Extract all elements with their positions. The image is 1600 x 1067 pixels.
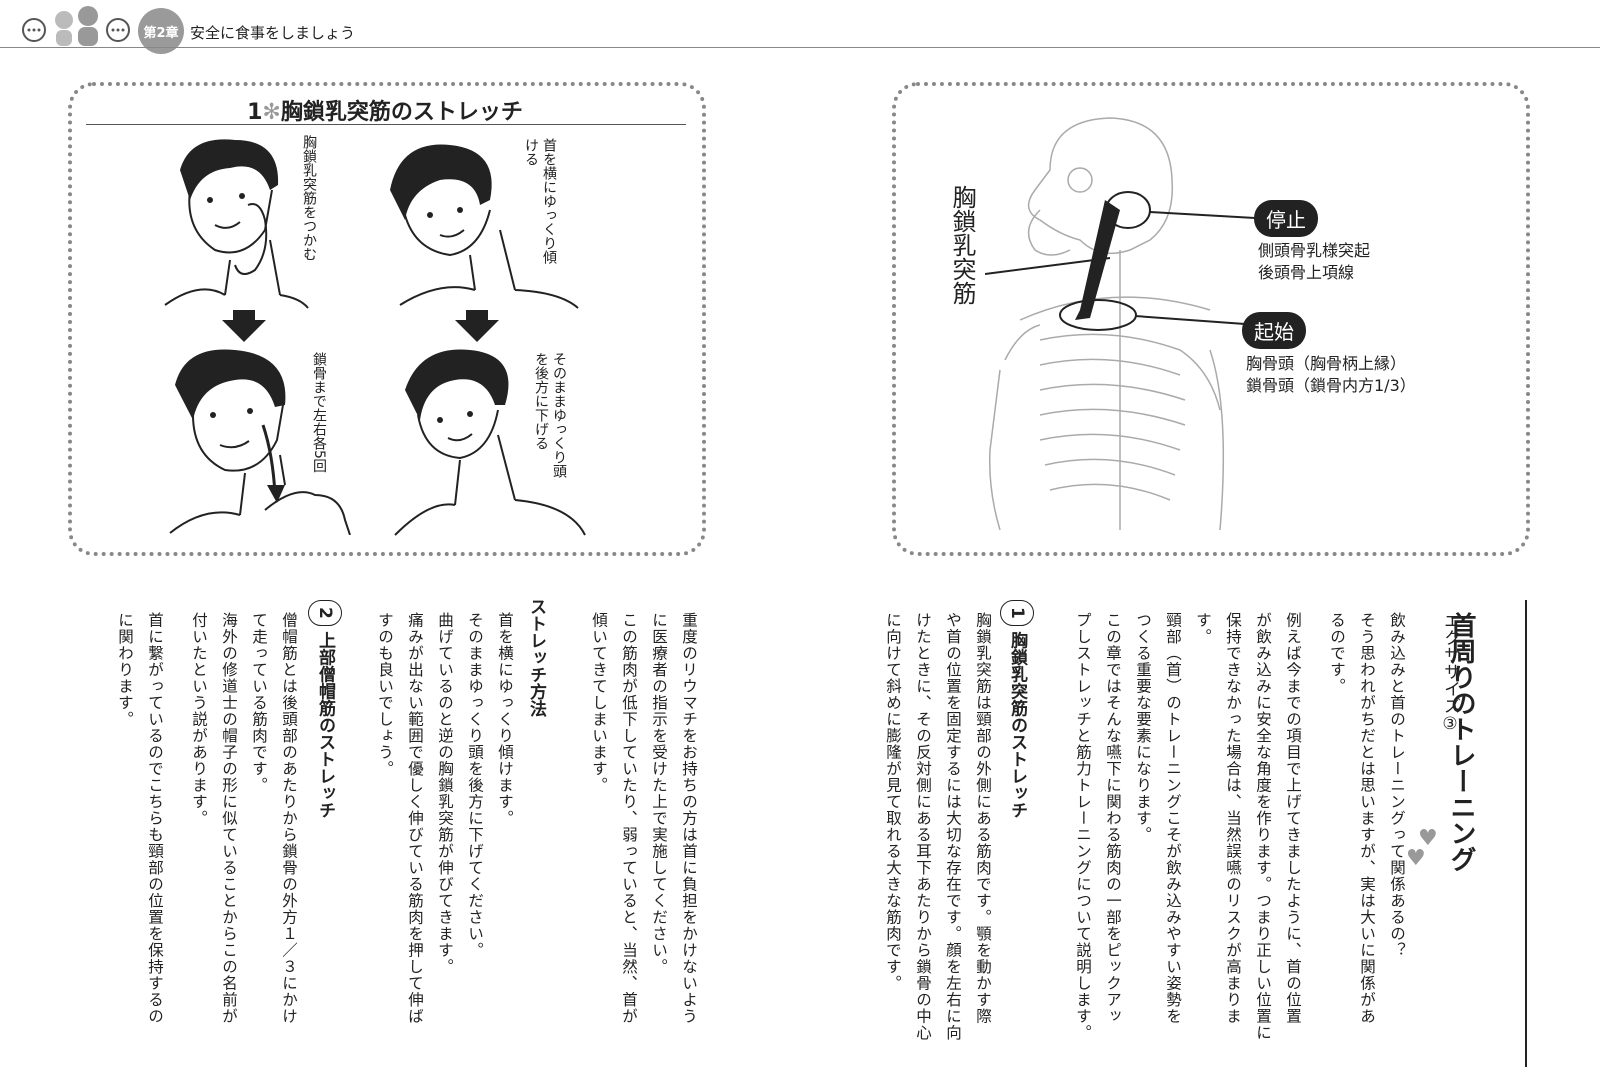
head-illustration-back [394,349,586,536]
chapter-badge: 第2章 [138,8,184,54]
stretch-panel-title: 1✻胸鎖乳突筋のストレッチ [247,100,523,125]
section1-number: 1 [1000,600,1034,626]
section1-text: 胸鎖乳突筋は頸部の外側にある筋肉です。顎を動かす際 や首の位置を固定するには大切… [884,612,992,1041]
anatomy-illustration-panel [892,82,1530,556]
method-text: 首を横にゆっくり傾けます。 そのままゆっくり頭を後方に下げてください。 曲げてい… [376,612,514,1025]
origin-badge: 起始 [1242,312,1306,349]
asterisk-icon: ✻ [262,100,281,125]
head-illustration-grab [164,139,309,309]
header-mascot-logo [20,4,132,46]
caption-tilt-back: そのままゆっくり頭を後方に下げる [533,352,567,478]
insertion-badge: 停止 [1254,200,1318,237]
heart-icon: ♥ [1418,826,1438,851]
arrow-down-icon [455,310,499,342]
head-illustration-tilt [390,144,579,309]
caption-grab-muscle: 胸鎖乳突筋をつかむ [301,135,317,261]
section1-heading: 1 胸鎖乳突筋のストレッチ [1000,600,1034,900]
method-heading: ストレッチ方法 [526,598,546,717]
arrow-down-icon [222,310,266,342]
exercise-title: 首周りのトレーニング [1446,612,1476,872]
section2-text: 僧帽筋とは後頭部のあたりから鎖骨の外方１／３にかけ て走っている筋肉です。 海外… [116,612,298,1025]
leader-lines [985,211,1255,325]
title-rule [86,124,686,125]
header-divider [0,47,1600,48]
heading-rule [1525,600,1527,1067]
stretch-illustration-panel [68,82,706,556]
head-illustration-clavicle [169,349,351,535]
caption-tilt-neck: 首を横にゆっくり傾ける [523,138,557,264]
caution-text: 重度のリウマチをお持ちの方は首に負担をかけないよう に医療者の指示を受けた上で実… [590,612,698,1025]
section2-number: 2 [308,600,342,626]
muscle-label: 胸鎖乳突筋 [948,185,976,305]
intro-text: 飲み込みと首のトレーニングって関係あるの？ そう思われがちだとは思いますが、実は… [1074,612,1406,1041]
chapter-title: 安全に食事をしましょう [190,24,356,42]
heart-icon: ♥ [1406,846,1426,871]
insertion-desc: 側頭骨乳様突起 後頭骨上項線 [1258,241,1371,282]
origin-desc: 胸骨頭（胸骨柄上縁） 鎖骨頭（鎖骨内方1/3） [1246,354,1416,395]
exercise-heading: エクササイズ③ [1440,612,1460,734]
section2-heading: 2 上部僧帽筋のストレッチ [308,600,342,900]
caption-clavicle-reps: 鎖骨まで左右各5回 [311,352,327,473]
